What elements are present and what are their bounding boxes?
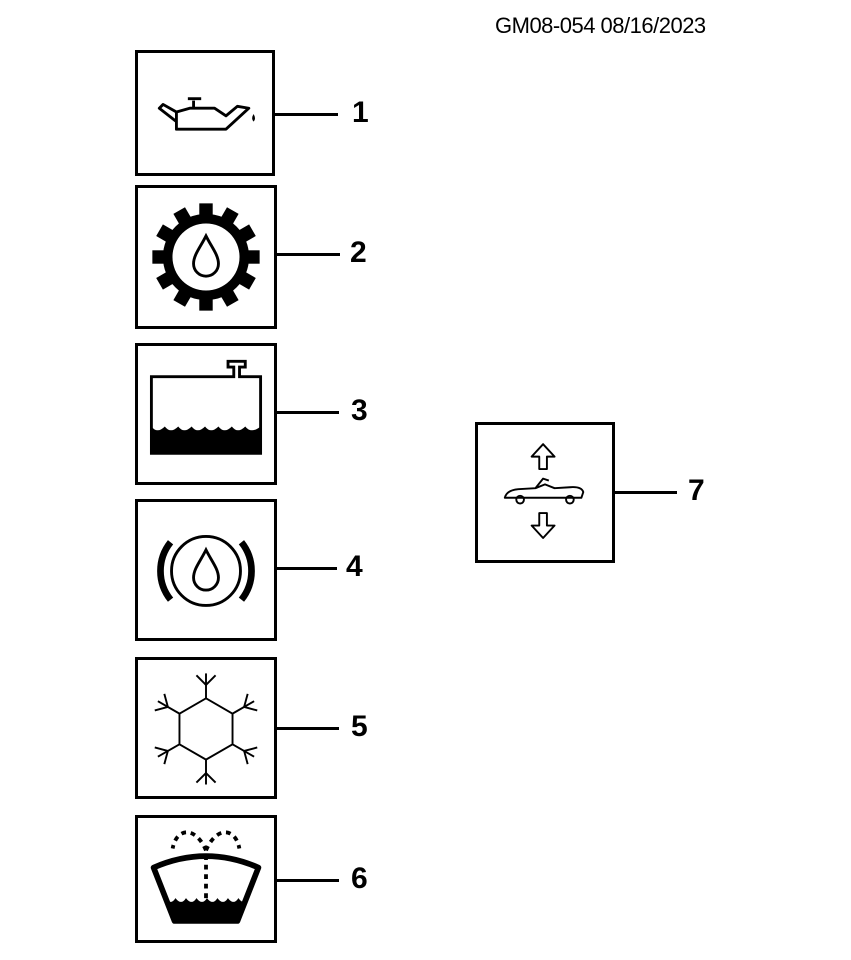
transmission-fluid-icon bbox=[152, 203, 260, 311]
coolant-reservoir-icon bbox=[149, 359, 263, 455]
brake-fluid-icon bbox=[157, 535, 255, 607]
leader-line-4 bbox=[277, 567, 337, 570]
leader-line-2 bbox=[277, 253, 340, 256]
refrigerant-snowflake-icon bbox=[154, 673, 258, 785]
convertible-top-icon bbox=[503, 443, 585, 539]
leader-line-6 bbox=[277, 879, 339, 882]
leader-line-7 bbox=[615, 491, 677, 494]
leader-line-5 bbox=[277, 727, 339, 730]
document-id: GM08-054 08/16/2023 bbox=[495, 13, 706, 38]
symbol-box-6 bbox=[135, 815, 277, 943]
leader-line-1 bbox=[275, 113, 338, 116]
oil-can-icon bbox=[157, 97, 255, 131]
callout-1: 1 bbox=[352, 96, 369, 129]
callout-6: 6 bbox=[351, 862, 368, 895]
symbol-box-2 bbox=[135, 185, 277, 329]
symbol-box-3 bbox=[135, 343, 277, 485]
washer-fluid-icon bbox=[150, 830, 262, 924]
callout-4: 4 bbox=[346, 550, 363, 583]
callout-2: 2 bbox=[350, 236, 367, 269]
callout-7: 7 bbox=[688, 474, 705, 507]
symbol-box-5 bbox=[135, 657, 277, 799]
callout-5: 5 bbox=[351, 710, 368, 743]
callout-3: 3 bbox=[351, 394, 368, 427]
leader-line-3 bbox=[277, 411, 339, 414]
symbol-box-4 bbox=[135, 499, 277, 641]
symbol-box-1 bbox=[135, 50, 275, 176]
symbol-box-7 bbox=[475, 422, 615, 563]
